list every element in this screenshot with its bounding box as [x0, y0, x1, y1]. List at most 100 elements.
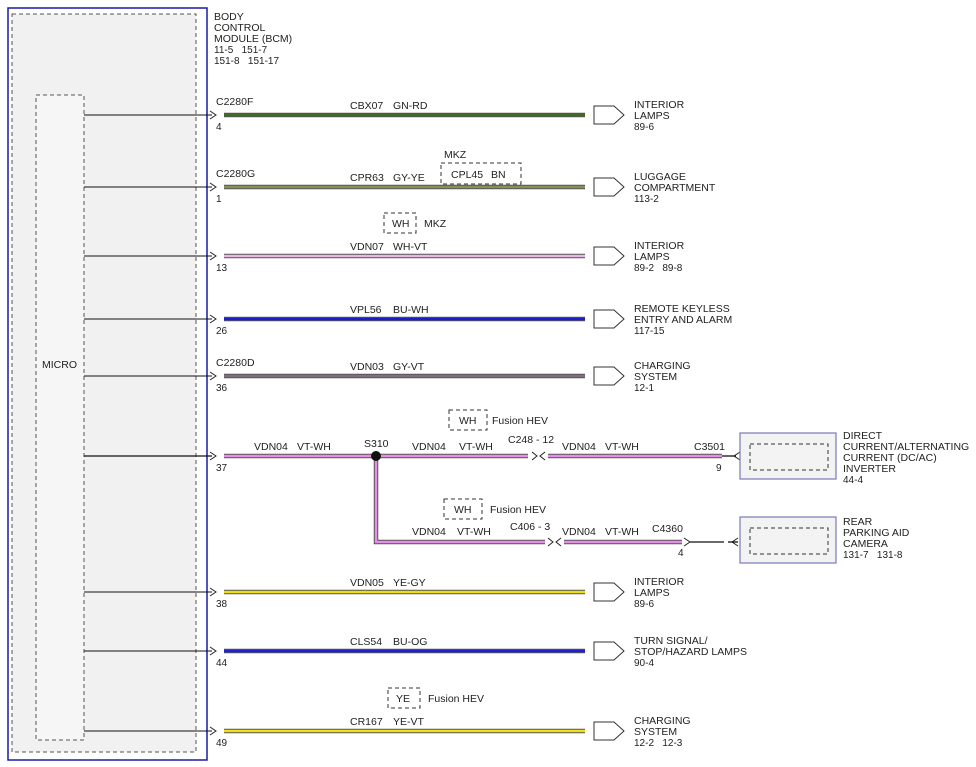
wire-color-38: YE-GY — [393, 577, 426, 589]
wire-color-1: GY-YE — [393, 172, 425, 184]
pin-chevron-37 — [209, 451, 217, 461]
branch2-dest-conn: C4360 — [652, 523, 683, 535]
destination-label-38-2: LAMPS — [634, 587, 670, 599]
circuit-id-49: CR167 — [350, 716, 383, 728]
branch2-inline-conn: C406 - 3 — [510, 521, 550, 533]
inverter-module-inner — [749, 443, 829, 471]
destination-label-13-3: 89-2 89-8 — [634, 263, 683, 274]
branch1-inline-chevrons — [531, 451, 546, 461]
branch1-dest-pin: 9 — [716, 463, 722, 474]
destination-label-44-2: STOP/HAZARD LAMPS — [634, 646, 747, 658]
destination-flag-1 — [593, 177, 625, 197]
circuit-id-36: VDN03 — [350, 361, 384, 373]
option-label-13: MKZ — [424, 218, 447, 230]
destination-label-38-3: 89-6 — [634, 599, 654, 610]
wire-color-13: WH-VT — [393, 241, 428, 253]
destination-label-1-3: 113-2 — [634, 194, 659, 205]
branch1-option-label: Fusion HEV — [492, 415, 548, 427]
option-box-49 — [387, 687, 421, 709]
inverter-ref: 44-4 — [843, 475, 863, 486]
camera-label-3: CAMERA — [843, 538, 888, 550]
option-label-1: MKZ — [444, 149, 467, 161]
destination-label-36-1: CHARGING — [634, 360, 691, 372]
bcm-ref-line-1: 11-5 151-7 — [214, 45, 268, 56]
destination-flag-26 — [593, 309, 625, 329]
circuit-id-26: VPL56 — [350, 304, 382, 316]
pin-number-13: 13 — [216, 263, 228, 274]
branch1-chevron — [733, 451, 741, 461]
branch2-inline-chevrons — [547, 537, 562, 547]
wire-color-49: YE-VT — [393, 716, 425, 728]
branch1-dest-conn: C3501 — [694, 441, 725, 453]
inverter-label-2: CURRENT/ALTERNATING — [843, 441, 969, 453]
wire-37-color: VT-WH — [297, 441, 331, 453]
splice-dot — [371, 451, 381, 461]
destination-label-13-2: LAMPS — [634, 251, 670, 263]
destination-label-1-2: COMPARTMENT — [634, 182, 716, 194]
destination-label-36-3: 12-1 — [634, 383, 654, 394]
branch2-chevron-near — [683, 537, 691, 547]
branch2-option-box-label: WH — [454, 504, 472, 516]
bcm-title-line-1: BODY — [214, 11, 244, 23]
splice-name: S310 — [364, 438, 389, 450]
pin-chevron-1 — [209, 182, 217, 192]
destination-label-4-2: LAMPS — [634, 110, 670, 122]
pin-chevron-4 — [209, 110, 217, 120]
pin-number-1: 1 — [216, 194, 222, 205]
destination-label-36-2: SYSTEM — [634, 371, 677, 383]
inverter-module-box — [739, 432, 837, 480]
destination-flag-13 — [593, 246, 625, 266]
destination-label-49-3: 12-2 12-3 — [634, 738, 683, 749]
destination-label-1-1: LUGGAGE — [634, 171, 686, 183]
destination-label-49-1: CHARGING — [634, 715, 691, 727]
micro-label: MICRO — [42, 359, 77, 371]
branch1-option-box — [448, 409, 488, 431]
circuit-id-13: VDN07 — [350, 241, 384, 253]
camera-label-1: REAR — [843, 516, 873, 528]
destination-flag-4 — [593, 105, 625, 125]
branch1-option-box-label: WH — [459, 415, 477, 427]
pin-chevron-38 — [209, 587, 217, 597]
pin-chevron-49 — [209, 726, 217, 736]
pin-number-44: 44 — [216, 658, 228, 669]
pin-number-4: 4 — [216, 122, 222, 133]
branch1-circuit: VDN04 — [412, 441, 446, 453]
option-box-13 — [383, 212, 417, 234]
destination-label-13-1: INTERIOR — [634, 240, 685, 252]
branch2-circuit2: VDN04 — [562, 526, 596, 538]
wire-color-4: GN-RD — [393, 100, 428, 112]
splice-s310-group: 37 VDN04 VT-WH VDN04 VT-WH C248 - 12 VDN… — [84, 409, 969, 564]
bcm-title-line-2: CONTROL — [214, 22, 265, 34]
pin-number-49: 49 — [216, 738, 228, 749]
pin-chevron-13 — [209, 251, 217, 261]
destination-flag-49 — [593, 721, 625, 741]
branch2-option-label: Fusion HEV — [490, 504, 546, 516]
bcm-title-line-3: MODULE (BCM) — [214, 33, 292, 45]
branch1-circuit2: VDN04 — [562, 441, 596, 453]
branch2-wire-fill — [374, 456, 545, 544]
branch2-circuit: VDN04 — [412, 526, 446, 538]
destination-label-44-3: 90-4 — [634, 658, 654, 669]
camera-module-box — [739, 516, 837, 564]
circuit-id-1: CPR63 — [350, 172, 384, 184]
destination-label-4-1: INTERIOR — [634, 99, 685, 111]
destination-flag-38 — [593, 582, 625, 602]
pin-chevron-44 — [209, 646, 217, 656]
pin-number-36: 36 — [216, 383, 228, 394]
inverter-label-3: CURRENT (DC/AC) — [843, 452, 937, 464]
inverter-label-4: INVERTER — [843, 463, 896, 475]
pin-number-26: 26 — [216, 326, 228, 337]
option-box-label-13: WH — [392, 218, 410, 230]
wire-color-44: BU-OG — [393, 636, 427, 648]
branch2-option-box — [443, 498, 483, 520]
pin-number-37: 37 — [216, 463, 228, 474]
circuit-id-4: CBX07 — [350, 100, 383, 112]
bcm-module: MICRO BODY CONTROL MODULE (BCM) 11-5 151… — [7, 7, 292, 761]
option-box-label-49: YE — [396, 693, 410, 705]
wire-37-circuit: VDN04 — [254, 441, 288, 453]
destination-flag-36 — [593, 366, 625, 386]
camera-ref: 131-7 131-8 — [843, 550, 903, 561]
option-color-1: BN — [491, 169, 506, 181]
pin-chevron-26 — [209, 314, 217, 324]
